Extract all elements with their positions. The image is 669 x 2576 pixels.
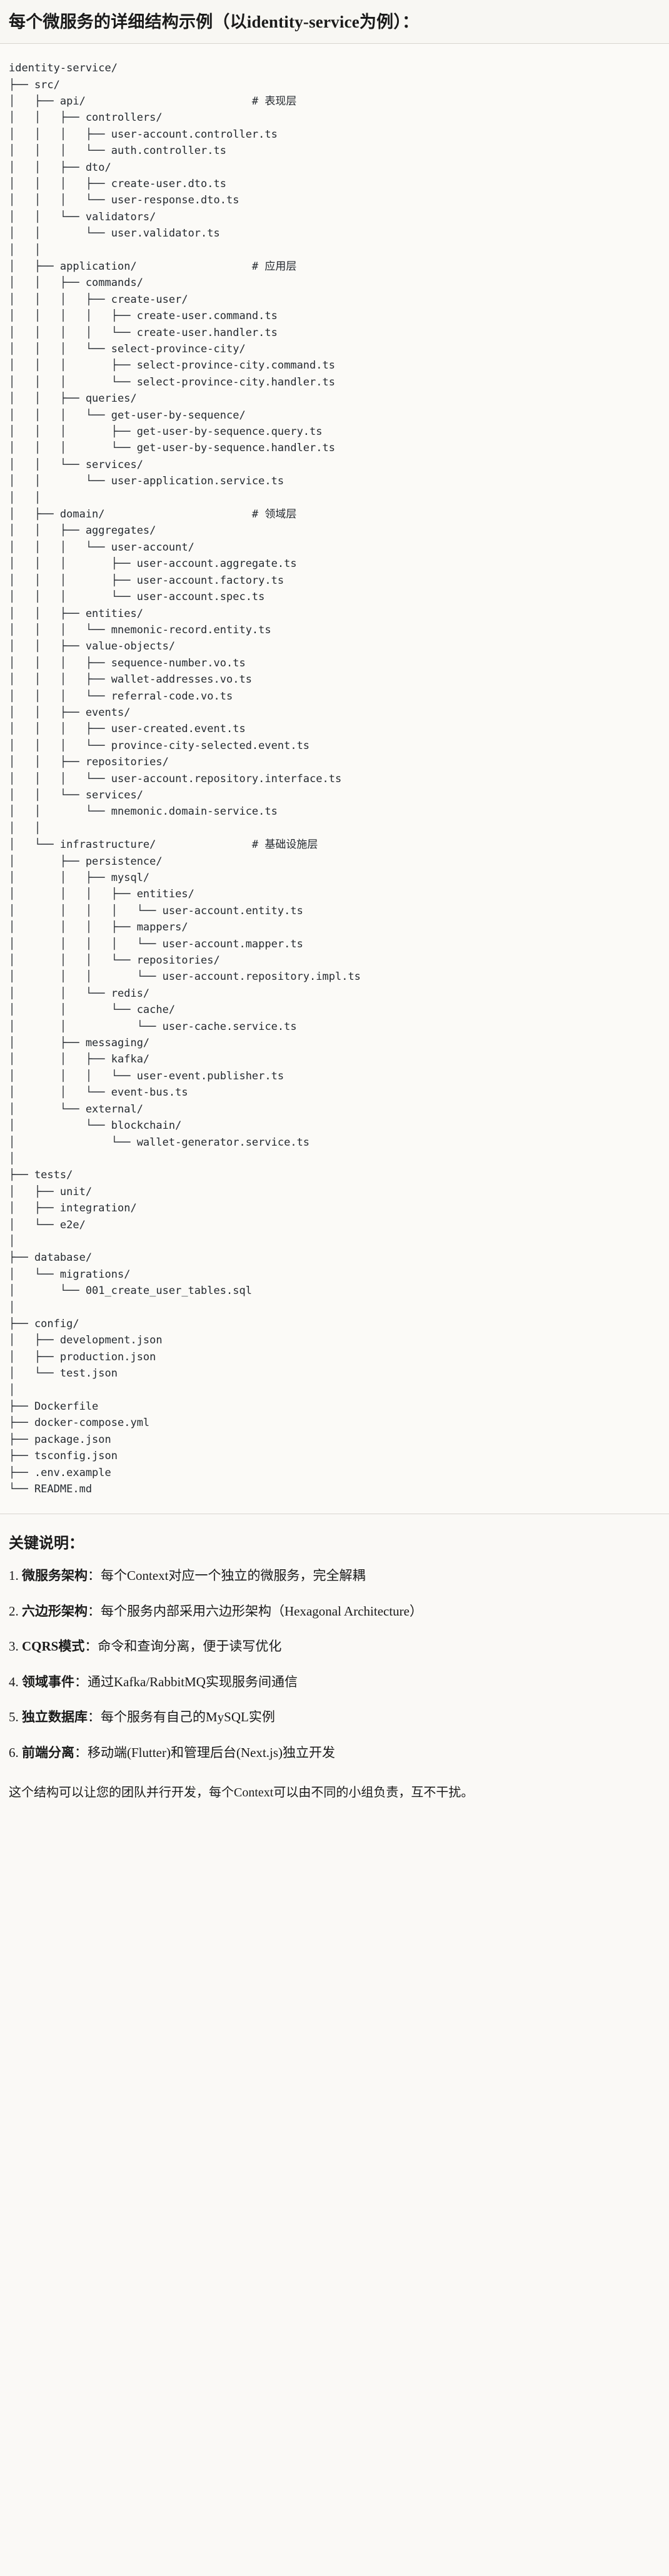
- note-term: 六边形架构: [22, 1603, 88, 1619]
- key-notes-section: 关键说明： 1. 微服务架构：每个Context对应一个独立的微服务，完全解耦 …: [0, 1514, 669, 1818]
- directory-tree-block: identity-service/ ├── src/ │ ├── api/ # …: [0, 44, 669, 1515]
- note-item: 1. 微服务架构：每个Context对应一个独立的微服务，完全解耦: [9, 1566, 660, 1585]
- note-number: 1.: [9, 1568, 19, 1584]
- note-separator: ：: [88, 1709, 101, 1725]
- note-separator: ：: [74, 1674, 88, 1689]
- closing-paragraph: 这个结构可以让您的团队并行开发，每个Context可以由不同的小组负责，互不干扰…: [9, 1786, 474, 1800]
- page-title: 每个微服务的详细结构示例（以identity-service为例）：: [9, 13, 420, 31]
- note-item: 4. 领域事件：通过Kafka/RabbitMQ实现服务间通信: [9, 1672, 660, 1691]
- note-description: 命令和查询分离，便于读写优化: [98, 1639, 282, 1654]
- note-item: 5. 独立数据库：每个服务有自己的MySQL实例: [9, 1708, 660, 1726]
- note-description: 每个Context对应一个独立的微服务，完全解耦: [101, 1568, 366, 1584]
- note-term: 独立数据库: [22, 1709, 88, 1725]
- note-number: 2.: [9, 1603, 19, 1619]
- note-description: 移动端(Flutter)和管理后台(Next.js)独立开发: [88, 1744, 336, 1760]
- note-term: 微服务架构: [22, 1568, 88, 1584]
- note-item: 2. 六边形架构：每个服务内部采用六边形架构（Hexagonal Archite…: [9, 1602, 660, 1621]
- note-term: 前端分离: [22, 1744, 74, 1760]
- page-root: 每个微服务的详细结构示例（以identity-service为例）： ident…: [0, 0, 669, 1818]
- note-separator: ：: [74, 1744, 88, 1760]
- note-separator: ：: [88, 1568, 101, 1584]
- note-separator: ：: [88, 1603, 101, 1619]
- note-number: 4.: [9, 1674, 19, 1689]
- note-item: 3. CQRS模式：命令和查询分离，便于读写优化: [9, 1637, 660, 1656]
- note-description: 每个服务内部采用六边形架构（Hexagonal Architecture）: [101, 1603, 423, 1619]
- note-number: 5.: [9, 1709, 19, 1725]
- note-item: 6. 前端分离：移动端(Flutter)和管理后台(Next.js)独立开发: [9, 1743, 660, 1762]
- note-separator: ：: [84, 1639, 98, 1654]
- key-notes-heading: 关键说明：: [9, 1535, 84, 1552]
- page-header: 每个微服务的详细结构示例（以identity-service为例）：: [0, 0, 669, 44]
- note-term: 领域事件: [22, 1674, 74, 1689]
- note-description: 每个服务有自己的MySQL实例: [101, 1709, 275, 1725]
- note-number: 3.: [9, 1639, 19, 1654]
- note-description: 通过Kafka/RabbitMQ实现服务间通信: [88, 1674, 298, 1689]
- note-term: CQRS模式: [22, 1639, 85, 1654]
- directory-tree: identity-service/ ├── src/ │ ├── api/ # …: [9, 62, 361, 1496]
- note-number: 6.: [9, 1744, 19, 1760]
